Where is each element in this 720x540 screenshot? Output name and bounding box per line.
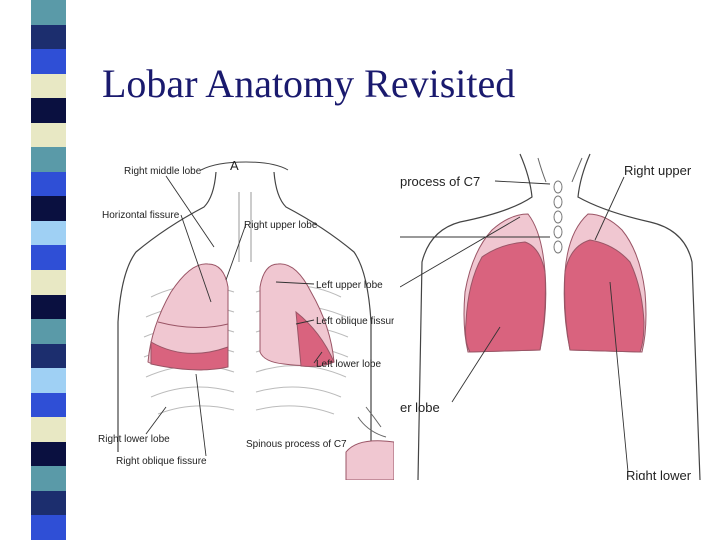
label-process-c7: process of C7 <box>400 174 480 189</box>
label-horizontal-fissure: Horizontal fissure <box>102 210 180 221</box>
sidebar-stripe <box>31 0 66 26</box>
sidebar-stripe <box>31 196 66 222</box>
sidebar-stripe <box>31 270 66 296</box>
sidebar-stripe <box>31 417 66 443</box>
sidebar-stripe <box>31 392 66 418</box>
posterior-lung-figure: process of C7 Right upper er lobe Right … <box>400 152 704 480</box>
sidebar-stripe <box>31 122 66 148</box>
anterior-lung-diagram: Right middle lobe Horizontal fissure Rig… <box>98 158 394 480</box>
anterior-lung-figure: Right middle lobe Horizontal fissure Rig… <box>96 152 394 480</box>
sidebar-stripe <box>31 98 66 124</box>
label-right-middle-lobe: Right middle lobe <box>124 166 202 177</box>
sidebar-stripe <box>31 147 66 173</box>
sidebar-stripe <box>31 515 66 540</box>
sidebar-stripe <box>31 24 66 50</box>
label-right-upper-lobe: Right upper lobe <box>244 220 318 231</box>
label-right-lower-lobe: Right lower lobe <box>98 434 170 445</box>
sidebar-stripe <box>31 441 66 467</box>
sidebar-stripe <box>31 319 66 345</box>
sidebar-stripe <box>31 294 66 320</box>
panel-letter-a: A <box>230 158 239 173</box>
sidebar-stripe <box>31 220 66 246</box>
label-left-lower-lobe: Left lower lobe <box>316 359 381 370</box>
posterior-lung-diagram: process of C7 Right upper er lobe Right … <box>400 153 701 480</box>
sidebar-stripe <box>31 171 66 197</box>
label-right-oblique-fissure: Right oblique fissure <box>116 456 207 467</box>
label-left-upper-lobe: Left upper lobe <box>316 280 383 291</box>
sidebar-stripe <box>31 490 66 516</box>
slide-title: Lobar Anatomy Revisited <box>102 61 516 106</box>
label-lower-lobe: er lobe <box>400 400 440 415</box>
sidebar-stripe <box>31 343 66 369</box>
label-spinous-process: Spinous process of C7 <box>246 439 347 450</box>
sidebar-stripe <box>31 73 66 99</box>
sidebar-stripe <box>31 466 66 492</box>
label-left-oblique-fissure: Left oblique fissure <box>316 316 394 327</box>
sidebar-stripe <box>31 368 66 394</box>
label-right-lower: Right lower <box>626 468 692 480</box>
decorative-sidebar <box>31 0 66 540</box>
sidebar-stripe <box>31 49 66 75</box>
sidebar-stripe <box>31 245 66 271</box>
label-right-upper: Right upper <box>624 163 692 178</box>
